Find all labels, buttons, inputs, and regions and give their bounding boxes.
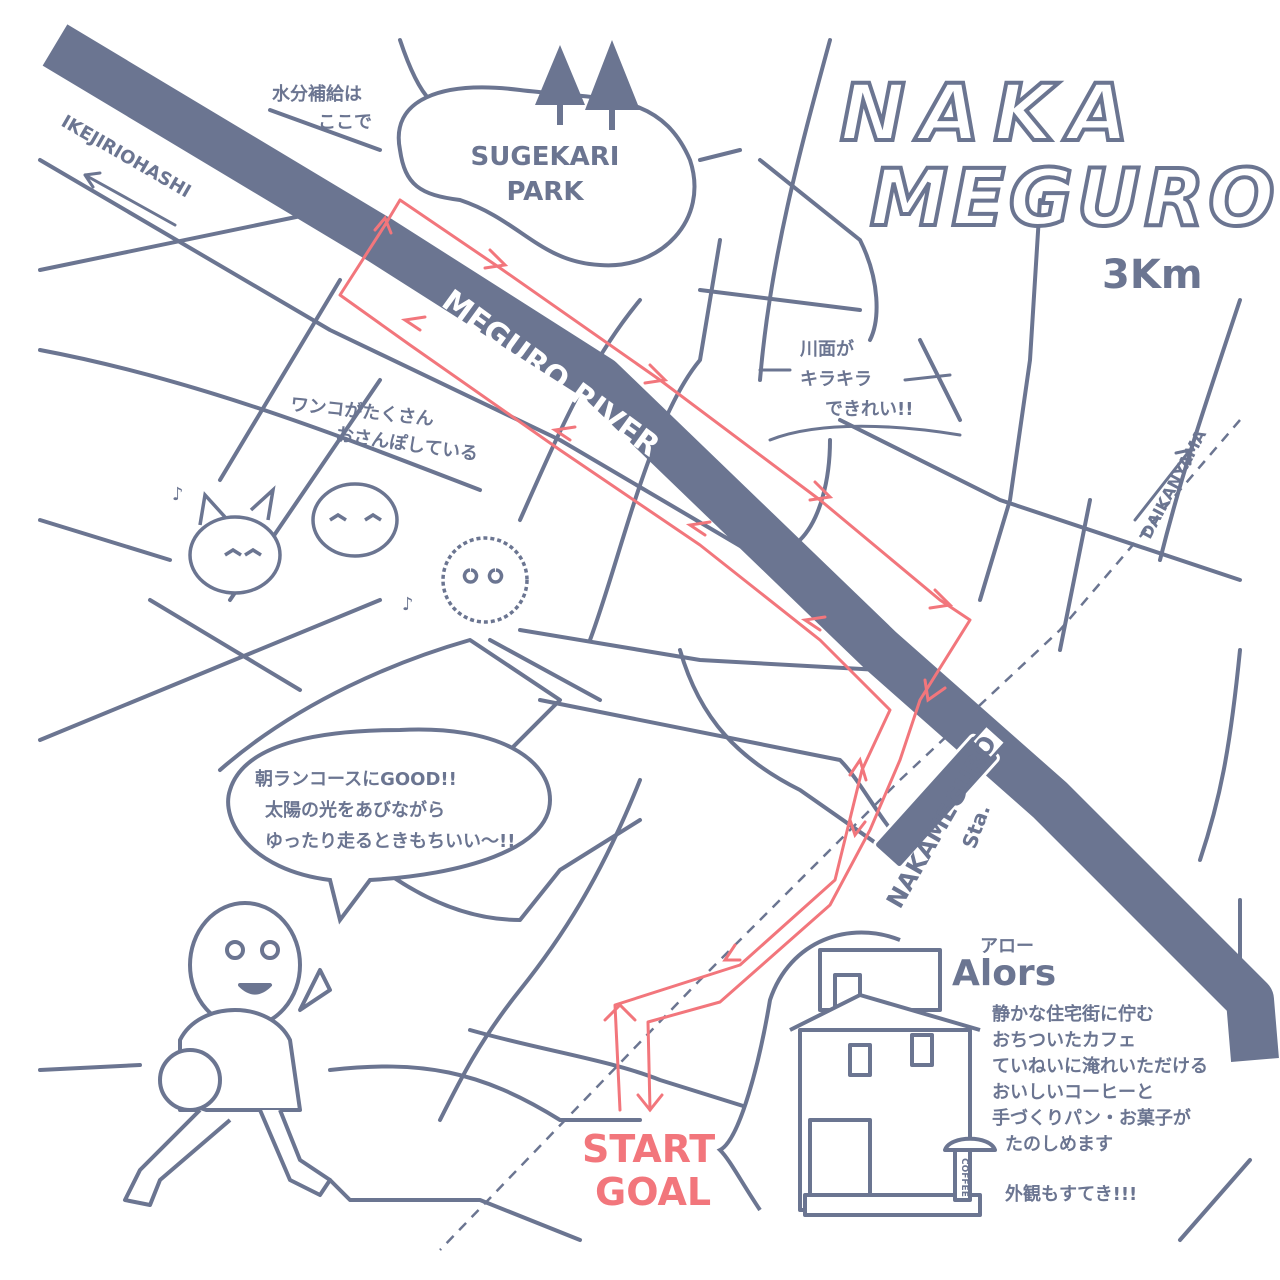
route-outbound	[383, 198, 972, 1112]
street	[518, 628, 882, 672]
tree-icon	[535, 40, 640, 130]
runner-note-line2: 太陽の光をあびながら	[265, 799, 445, 821]
cafe-desc-line3: ていねいに淹れいただける	[992, 1055, 1208, 1077]
running-route	[338, 198, 972, 1113]
street	[328, 1178, 582, 1242]
dog-icon	[311, 482, 399, 558]
daikanyama-label: DAIKANYAMA	[1137, 426, 1211, 542]
sparkle-note-line1: 川面が	[799, 338, 854, 360]
street	[38, 158, 902, 642]
street	[38, 108, 382, 272]
park-name-line2: PARK	[507, 177, 585, 207]
cafe-desc-line5: 手づくりパン・お菓子が	[992, 1107, 1191, 1129]
railway-line	[439, 419, 1241, 1251]
arrow-left-icon	[83, 171, 177, 227]
streets	[38, 38, 1252, 1242]
dog-illustrations	[188, 482, 529, 624]
cafe-reading: アロー	[980, 936, 1034, 957]
title-line1: NAKA	[840, 69, 1142, 159]
cafe-desc-line2: おちついたカフェ	[992, 1030, 1136, 1051]
start-label: START	[582, 1127, 715, 1171]
runner-illustration	[123, 901, 332, 1207]
cafe-building	[789, 948, 997, 1217]
street	[918, 298, 1242, 862]
street	[518, 238, 722, 642]
sugekari-park	[396, 85, 697, 268]
sparkle-note-line2: キラキラ	[800, 369, 872, 390]
cafe-desc-line4: おいしいコーヒーと	[992, 1082, 1154, 1103]
street	[218, 638, 562, 772]
park-name-line1: SUGEKARI	[471, 142, 620, 172]
route-arrow	[373, 215, 867, 1113]
music-note-icon: ♪	[402, 594, 414, 615]
route-arrow	[483, 248, 954, 703]
cafe-exterior-note: 外観もすてき!!!	[1005, 1183, 1137, 1205]
dog-icon	[188, 515, 282, 595]
street	[1178, 898, 1252, 1242]
street	[438, 778, 642, 1122]
coffee-sign: COFFEE	[959, 1158, 969, 1197]
station-platform	[969, 722, 1008, 761]
title-line2: MEGURO	[870, 154, 1279, 244]
route-arrow	[400, 315, 868, 962]
water-note-line1: 水分補給は	[272, 83, 362, 105]
street	[38, 1063, 642, 1122]
runner-note-line1: 朝ランコースにGOOD!!	[255, 768, 457, 790]
sparkle-note-line3: できれい!!	[825, 399, 913, 420]
dogs-note-line2: おさんぽしている	[334, 423, 479, 465]
goal-label: GOAL	[595, 1170, 711, 1214]
runner-speech-bubble	[226, 727, 553, 925]
dog-icon	[441, 536, 529, 624]
cafe-name: Alors	[952, 953, 1056, 994]
street	[978, 198, 1092, 652]
cafe-desc-line1: 静かな住宅街に佇む	[992, 1003, 1154, 1025]
water-note-line2: ここで	[318, 112, 372, 133]
cafe-desc-line6: たのしめます	[1005, 1134, 1113, 1155]
street	[398, 38, 432, 102]
music-note-icon: ♪	[172, 484, 184, 505]
street	[38, 518, 382, 742]
street	[758, 38, 832, 382]
arrow-up-right-icon	[1133, 448, 1192, 522]
street	[538, 698, 902, 842]
distance-label: 3Km	[1102, 252, 1203, 298]
meguro-river	[42, 24, 1279, 1062]
route-return	[338, 223, 892, 1112]
runner-note-line3: ゆったり走るときもちいい〜!!	[265, 831, 515, 852]
street	[698, 148, 879, 342]
sparkle-underline	[758, 368, 962, 442]
street	[488, 638, 902, 862]
street	[38, 348, 482, 492]
